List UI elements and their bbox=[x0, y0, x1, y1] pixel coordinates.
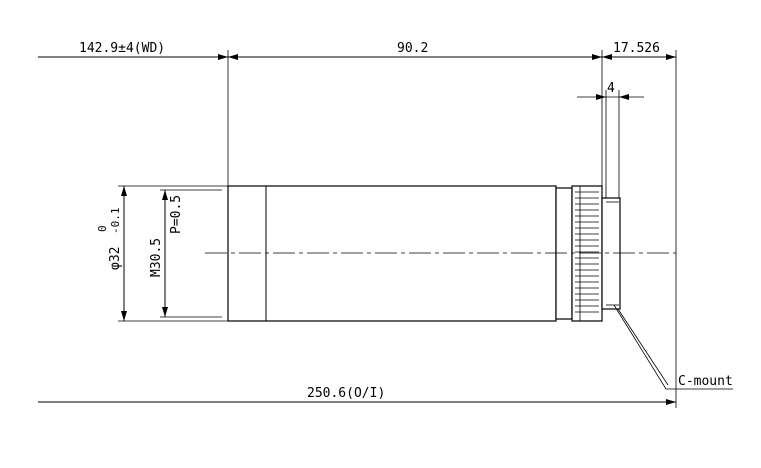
c-mount-label: C-mount bbox=[678, 374, 733, 389]
thread-dimension bbox=[160, 189, 222, 318]
body-length-label: 90.2 bbox=[397, 41, 428, 56]
diameter-tol-lower: -0.1 bbox=[109, 208, 122, 235]
knurl-pattern bbox=[575, 186, 599, 321]
diameter-dimension bbox=[118, 185, 228, 322]
c-mount-leader bbox=[613, 304, 733, 390]
mount-length-label: 17.526 bbox=[613, 41, 660, 56]
lens-body bbox=[227, 185, 621, 322]
total-length-label: 250.6(O/I) bbox=[307, 386, 385, 401]
pitch-label: P=0.5 bbox=[169, 195, 184, 234]
diameter-tol-upper: 0 bbox=[96, 225, 109, 232]
top-dimension-chain bbox=[38, 50, 677, 408]
thread-label: M30.5 bbox=[149, 238, 164, 277]
total-length-dimension bbox=[38, 399, 676, 405]
working-distance-label: 142.9±4(WD) bbox=[79, 41, 165, 56]
flange-dimension bbox=[577, 90, 644, 198]
flange-label: 4 bbox=[607, 81, 615, 96]
diameter-label: φ32 bbox=[108, 247, 123, 270]
